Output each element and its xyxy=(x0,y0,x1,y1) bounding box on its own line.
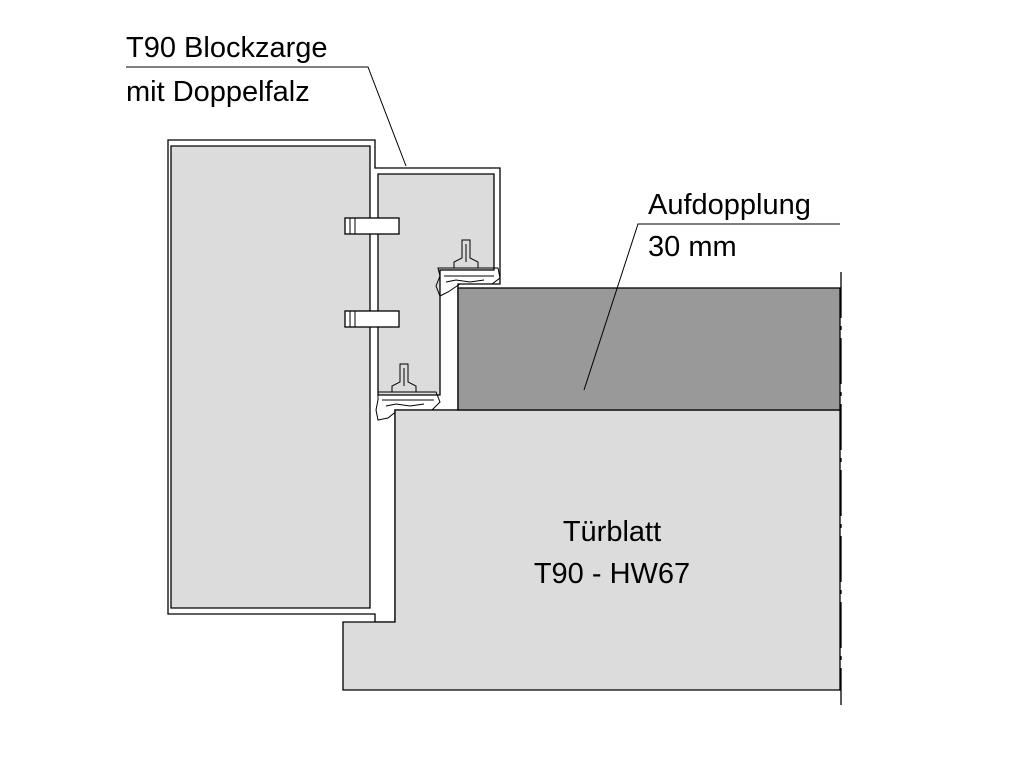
frame-anchor-lower xyxy=(344,310,400,328)
door-leaf-label-line2: T90 - HW67 xyxy=(534,558,690,590)
rebate-seal-upper xyxy=(435,239,501,297)
frame-label-line1: T90 Blockzarge xyxy=(126,32,328,64)
door-leaf xyxy=(342,409,841,691)
frame-anchor-upper xyxy=(344,217,400,235)
aufdopplung-label-line2: 30 mm xyxy=(648,231,737,263)
aufdopplung-label-leader xyxy=(583,223,840,391)
aufdopplung-label-line1: Aufdopplung xyxy=(648,189,811,221)
aufdopplung-panel xyxy=(457,287,841,411)
frame-anchor-upper-cap xyxy=(349,217,356,235)
frame-label-line2: mit Doppelfalz xyxy=(126,76,310,108)
frame-label-leader xyxy=(126,66,407,167)
frame-anchor-lower-cap xyxy=(349,310,356,328)
door-leaf-label-line1: Türblatt xyxy=(563,516,661,548)
rebate-seal-lower xyxy=(375,363,441,421)
frame-block-core xyxy=(170,145,371,609)
